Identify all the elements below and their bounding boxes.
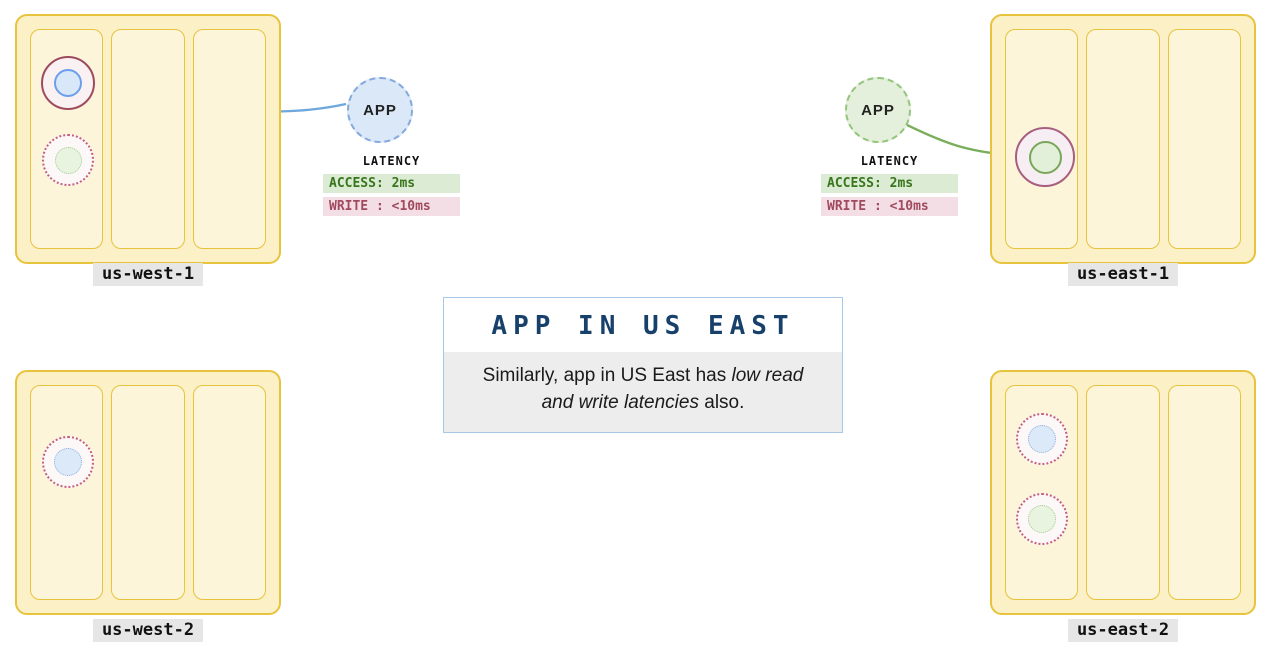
- callout-body-prefix: Similarly, app in US East has: [482, 365, 732, 386]
- callout-box: APP IN US EAST Similarly, app in US East…: [443, 297, 843, 433]
- replica-core-icon: [1028, 425, 1056, 453]
- app-node-east: APP: [845, 77, 911, 143]
- replica-icon-nonvoting-us-west-1: [42, 134, 94, 186]
- replica-core-icon: [54, 69, 82, 97]
- replica-core-icon: [54, 448, 82, 476]
- node-column: [1167, 385, 1241, 600]
- region-us-west-1: [15, 14, 281, 264]
- callout-body-suffix: also.: [698, 391, 745, 413]
- region-label-us-east-1: us-east-1: [1067, 263, 1179, 287]
- callout-body: Similarly, app in US East has low read a…: [444, 352, 842, 432]
- node-column: [1086, 385, 1160, 600]
- replica-core-icon: [1028, 140, 1062, 174]
- replica-core-icon: [54, 146, 82, 174]
- node-column: [192, 29, 266, 249]
- app-node-label: APP: [861, 101, 895, 119]
- region-label-us-east-2: us-east-2: [1067, 619, 1179, 643]
- replica-icon-nonvoting-us-east-2-a: [1016, 413, 1068, 465]
- latency-write-badge: WRITE : <10ms: [821, 197, 958, 216]
- latency-access-badge: ACCESS: 2ms: [323, 174, 460, 193]
- latency-title: LATENCY: [362, 154, 421, 168]
- app-node-west: APP: [347, 77, 413, 143]
- node-column: [111, 385, 185, 600]
- region-label-us-west-2: us-west-2: [92, 619, 204, 643]
- region-us-west-2: [15, 370, 281, 615]
- region-label-us-west-1: us-west-1: [92, 263, 204, 287]
- node-column: [30, 385, 104, 600]
- replica-icon-leaseholder-us-east-1: [1015, 127, 1075, 187]
- replica-icon-leaseholder-us-west-1: [41, 56, 95, 110]
- node-column: [1167, 29, 1241, 249]
- latency-write-badge: WRITE : <10ms: [323, 197, 460, 216]
- callout-title: APP IN US EAST: [444, 298, 842, 352]
- latency-panel-west: LATENCY ACCESS: 2ms WRITE : <10ms: [323, 154, 460, 220]
- latency-panel-east: LATENCY ACCESS: 2ms WRITE : <10ms: [821, 154, 958, 220]
- replica-core-icon: [1028, 505, 1056, 533]
- callout-body-italic: low read and write latencies: [541, 365, 804, 413]
- latency-access-badge: ACCESS: 2ms: [821, 174, 958, 193]
- app-node-label: APP: [363, 101, 397, 119]
- region-us-east-2: [990, 370, 1256, 615]
- node-column: [111, 29, 185, 249]
- latency-title: LATENCY: [860, 154, 919, 168]
- replica-icon-nonvoting-us-west-2: [42, 436, 94, 488]
- replica-icon-nonvoting-us-east-2-b: [1016, 493, 1068, 545]
- node-column: [192, 385, 266, 600]
- node-column: [1086, 29, 1160, 249]
